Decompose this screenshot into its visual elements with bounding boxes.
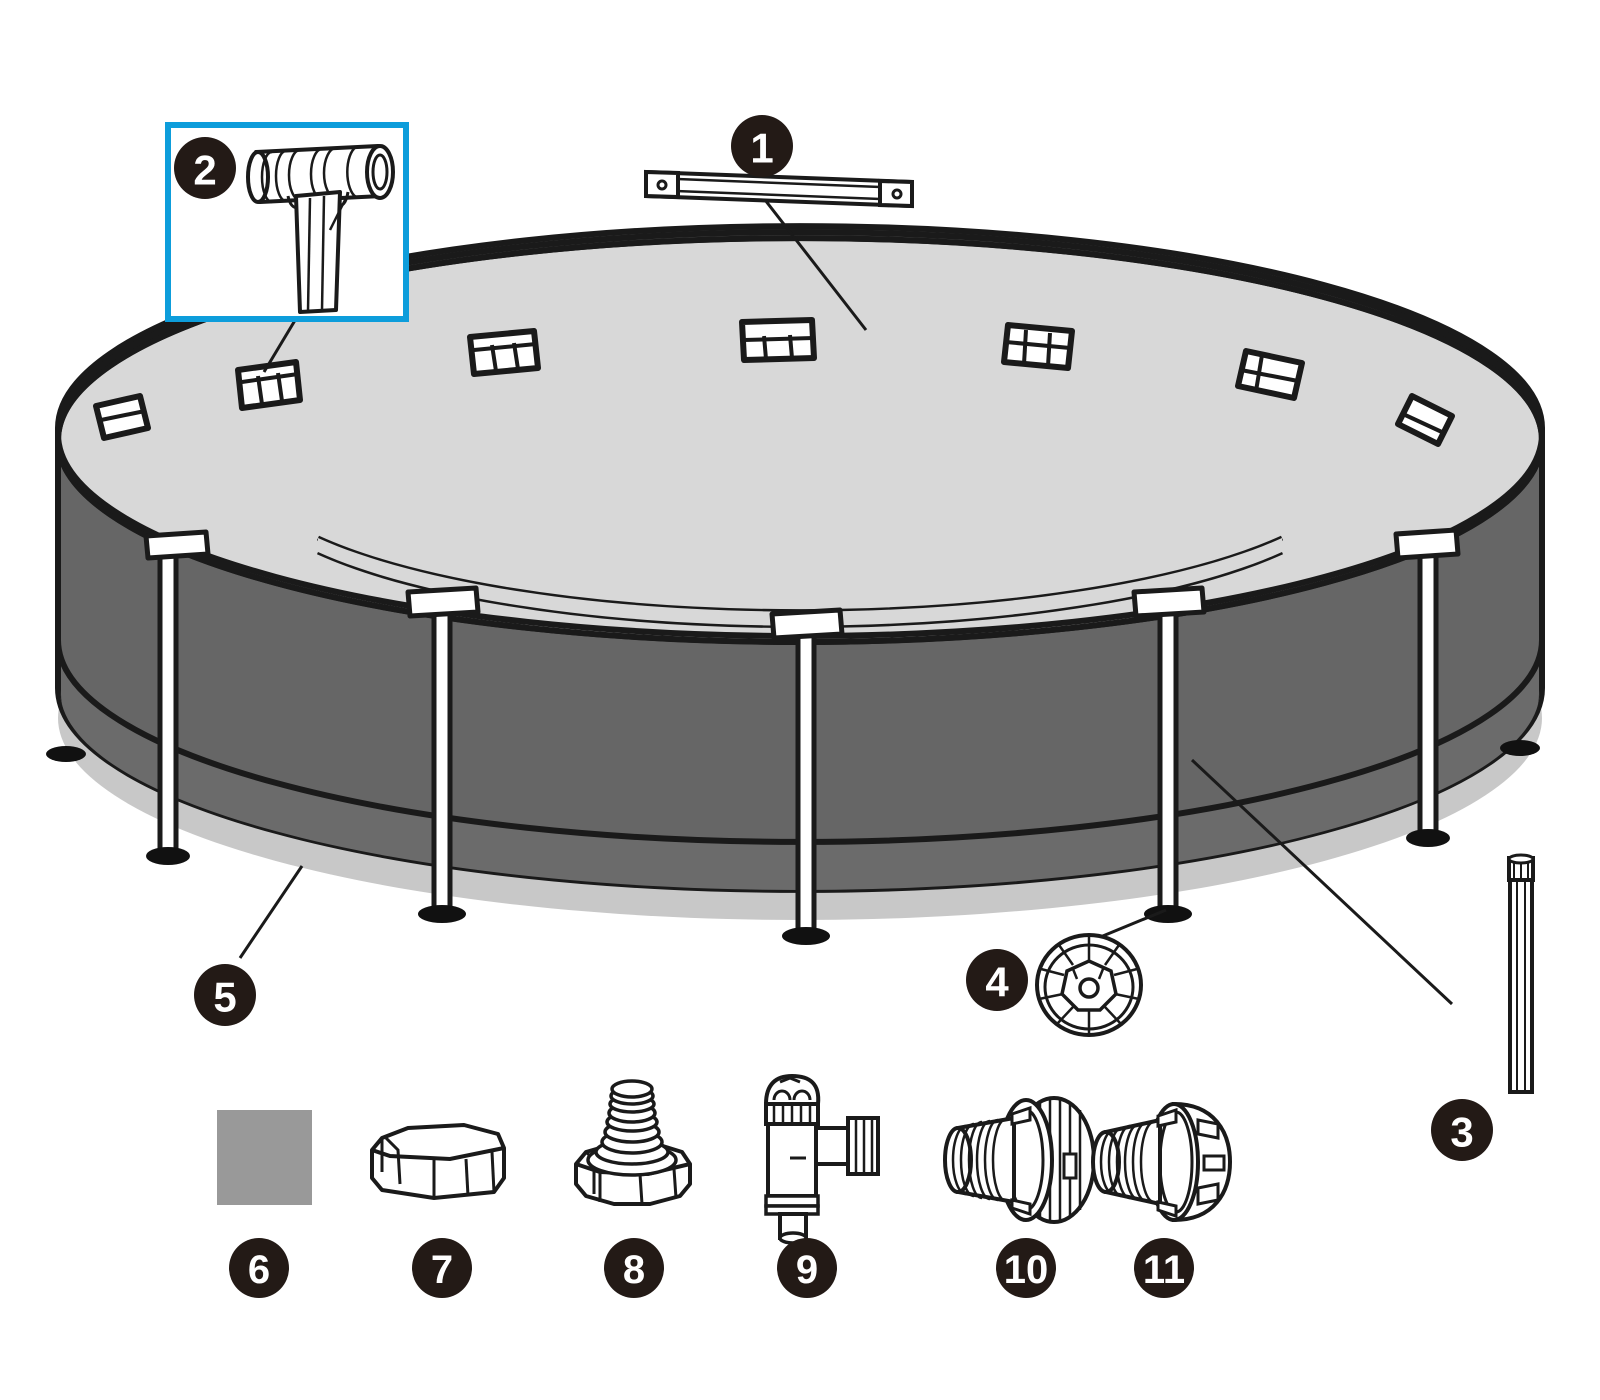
pool-rim-clamps — [93, 317, 1455, 447]
part-1-top-rail — [644, 169, 914, 209]
part-11-strainer-cap — [1091, 1101, 1233, 1223]
callout-4-label: 4 — [985, 959, 1009, 1006]
part-7-cap-cover — [370, 1123, 506, 1200]
callout-11-label: 11 — [1143, 1248, 1185, 1292]
callout-11[interactable]: 11 — [1134, 1238, 1194, 1298]
part-6-repair-patch — [217, 1110, 312, 1205]
callout-5-label: 5 — [213, 974, 236, 1021]
part-2-t-connector — [246, 144, 395, 314]
leader-line-3 — [1190, 758, 1454, 1006]
pool-leg — [769, 607, 845, 945]
callout-1-label: 1 — [750, 125, 773, 172]
part-8-drain-plug — [574, 1079, 692, 1206]
callout-7[interactable]: 7 — [412, 1238, 472, 1298]
callout-2[interactable]: 2 — [174, 137, 236, 199]
callout-8-label: 8 — [623, 1248, 645, 1292]
callout-7-label: 7 — [431, 1248, 453, 1292]
rim-clamp — [1235, 348, 1305, 401]
rim-clamp — [467, 328, 541, 377]
pool-leg — [405, 585, 481, 923]
pool-leg — [1131, 585, 1207, 923]
callout-3-label: 3 — [1450, 1109, 1473, 1156]
callout-2-label: 2 — [193, 147, 216, 194]
pool-leg — [143, 529, 211, 865]
callout-5[interactable]: 5 — [194, 964, 256, 1026]
callout-8[interactable]: 8 — [604, 1238, 664, 1298]
callout-3[interactable]: 3 — [1431, 1099, 1493, 1161]
callout-badges: 1 2 3 4 5 6 7 — [174, 115, 1493, 1298]
callout-10[interactable]: 10 — [996, 1238, 1056, 1298]
rim-clamp — [235, 359, 303, 411]
pool-leg-foot — [1500, 740, 1540, 756]
callout-4[interactable]: 4 — [966, 949, 1028, 1011]
rim-clamp — [93, 393, 151, 441]
part-4-foot-base — [1035, 933, 1143, 1037]
rim-clamp — [1395, 393, 1455, 447]
part-3-leg-pole — [1507, 853, 1535, 1094]
pool-leg — [1393, 527, 1461, 847]
pool-legs-far — [46, 527, 1540, 945]
part-10-strainer-inlet — [943, 1096, 1096, 1224]
part-9-drain-valve — [763, 1073, 880, 1245]
rim-clamp — [739, 317, 817, 363]
callout-9[interactable]: 9 — [777, 1238, 837, 1298]
leader-line-5 — [238, 865, 304, 959]
callout-1[interactable]: 1 — [731, 115, 793, 177]
callout-6[interactable]: 6 — [229, 1238, 289, 1298]
pool-leg-foot — [46, 746, 86, 762]
callout-6-label: 6 — [248, 1248, 270, 1292]
leader-line-1 — [760, 195, 868, 331]
callout-9-label: 9 — [796, 1248, 818, 1292]
rim-clamp — [1001, 322, 1075, 371]
callout-10-label: 10 — [1004, 1248, 1049, 1292]
